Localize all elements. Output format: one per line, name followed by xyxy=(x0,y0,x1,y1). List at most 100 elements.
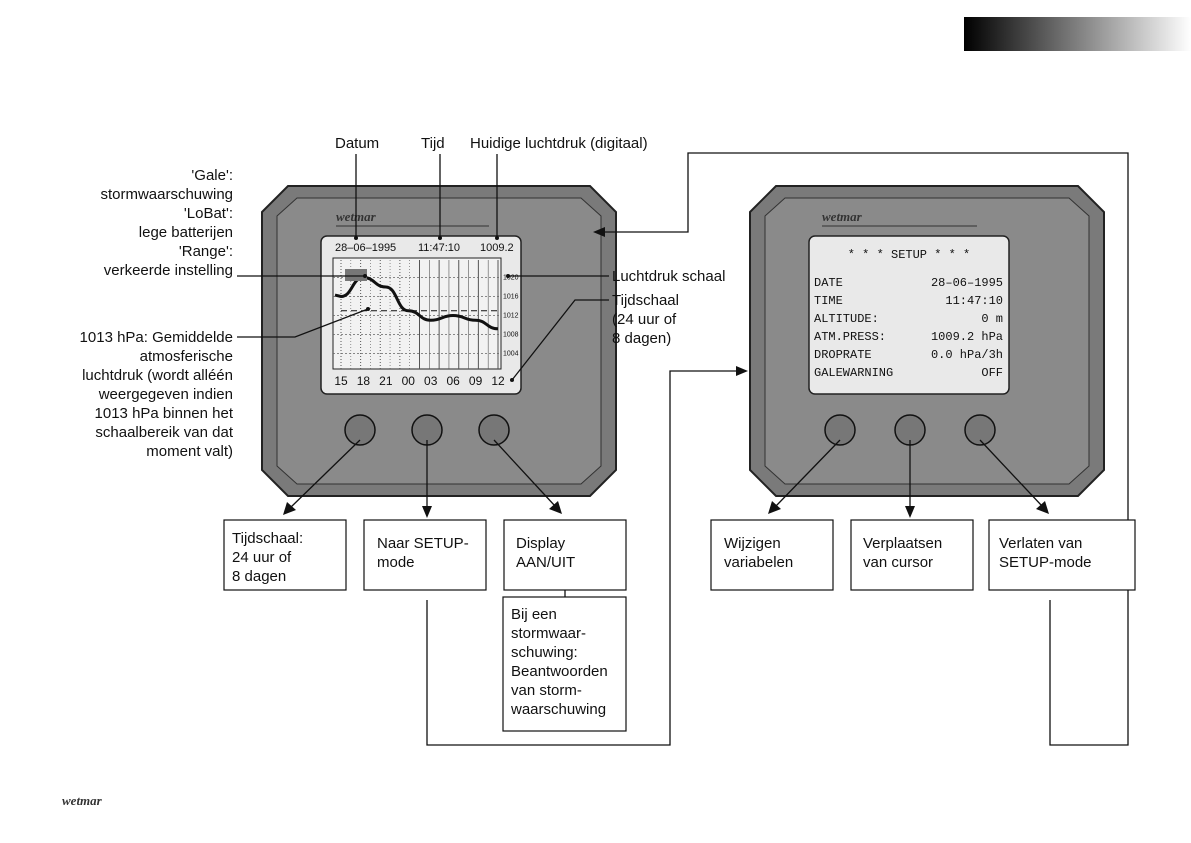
setup-title: * * * SETUP * * * xyxy=(848,248,970,262)
box-line: van cursor xyxy=(863,554,933,571)
box-display xyxy=(503,519,627,591)
box-line: stormwaar- xyxy=(511,625,586,642)
setup-row-value: 0.0 hPa/3h xyxy=(931,348,1003,362)
box-line: variabelen xyxy=(724,554,793,571)
tijdschaal-label-line: Tijdschaal xyxy=(612,292,679,309)
box-line: Beantwoorden xyxy=(511,663,608,680)
lcd-date: 28–06–1995 xyxy=(335,242,396,254)
box-line: Wijzigen xyxy=(724,535,781,552)
x-tick-label: 12 xyxy=(491,374,505,388)
mean-label-line: 1013 hPa binnen het xyxy=(95,405,234,422)
box-tijdschaal xyxy=(223,519,347,591)
gale-label-line: 'Range': xyxy=(179,243,233,260)
setup-row-value: 0 m xyxy=(981,312,1003,326)
footer-logo: wetmar xyxy=(62,793,103,808)
setup-row-value: 11:47:10 xyxy=(945,294,1003,308)
box-line: SETUP-mode xyxy=(999,554,1092,571)
box-storm xyxy=(502,596,627,732)
plot-x-ticks: 15 18 21 00 03 06 09 12 xyxy=(334,374,505,388)
mean-labels: 1013 hPa: Gemiddelde atmosferische luchtdr… xyxy=(80,329,234,460)
box-wijzigen xyxy=(710,519,834,591)
lcd-time: 11:47:10 xyxy=(418,242,460,254)
lcd-right xyxy=(808,235,1010,395)
y-tick-label: 1012 xyxy=(503,313,519,320)
lcd-pressure: 1009.2 xyxy=(480,242,514,254)
mean-label-line: moment valt) xyxy=(146,443,233,460)
box-tijdschaal-text: Tijdschaal: 24 uur of 8 dagen xyxy=(232,530,303,585)
setup-row-label: DROPRATE xyxy=(814,348,872,362)
device-left: wetmar 28–06–1995 11:47:10 1009.2 102010… xyxy=(261,185,617,497)
box-verlaten xyxy=(988,519,1136,591)
mean-label-line: schaalbereik van dat xyxy=(95,424,233,441)
setup-row-value: 28–06–1995 xyxy=(931,276,1003,290)
setup-row-label: TIME xyxy=(814,294,843,308)
gale-label-line: verkeerde instelling xyxy=(104,262,233,279)
box-line: 8 dagen xyxy=(232,568,286,585)
box-line: van storm- xyxy=(511,682,582,699)
y-tick-label: 1020 xyxy=(503,275,519,282)
y-tick-label: 1004 xyxy=(503,351,519,358)
setup-row-label: GALEWARNING xyxy=(814,366,893,380)
box-line: Display xyxy=(516,535,566,552)
gale-label-line: stormwaarschuwing xyxy=(100,186,233,203)
label-tijd: Tijd xyxy=(421,135,445,152)
mean-label-line: luchtdruk (wordt alléén xyxy=(82,367,233,384)
box-line: mode xyxy=(377,554,415,571)
gale-indicator xyxy=(345,269,367,281)
box-line: Naar SETUP- xyxy=(377,535,469,552)
x-tick-label: 00 xyxy=(402,374,416,388)
gale-label-line: 'Gale': xyxy=(191,167,233,184)
gale-label-line: lege batterijen xyxy=(139,224,233,241)
box-verplaatsen-text: Verplaatsen van cursor xyxy=(863,535,942,571)
gale-label-line: 'LoBat': xyxy=(184,205,233,222)
box-line: 24 uur of xyxy=(232,549,292,566)
gale-labels: 'Gale': stormwaarschuwing 'LoBat': lege bat… xyxy=(100,167,233,279)
x-tick-label: 06 xyxy=(446,374,460,388)
box-line: Verlaten van xyxy=(999,535,1082,552)
mean-label-line: 1013 hPa: Gemiddelde xyxy=(80,329,233,346)
tijdschaal-labels: Tijdschaal (24 uur of 8 dagen) xyxy=(612,292,679,347)
button-right-3[interactable] xyxy=(964,414,996,446)
box-setup-mode xyxy=(363,519,487,591)
button-left-1[interactable] xyxy=(344,414,376,446)
box-line: Verplaatsen xyxy=(863,535,942,552)
box-line: Tijdschaal: xyxy=(232,530,303,547)
setup-row-label: ATM.PRESS: xyxy=(814,330,886,344)
header-tab xyxy=(964,17,1191,51)
tijdschaal-label-line: 8 dagen) xyxy=(612,330,671,347)
box-line: Bij een xyxy=(511,606,557,623)
label-luchtdruk-schaal: Luchtdruk schaal xyxy=(612,268,725,285)
device-logo-right: wetmar xyxy=(822,209,863,224)
x-tick-label: 21 xyxy=(379,374,393,388)
x-tick-label: 03 xyxy=(424,374,438,388)
mean-label-line: weergegeven indien xyxy=(98,386,233,403)
box-line: AAN/UIT xyxy=(516,554,575,571)
setup-row-label: ALTITUDE: xyxy=(814,312,879,326)
y-tick-label: 1008 xyxy=(503,332,519,339)
x-tick-label: 15 xyxy=(334,374,348,388)
button-right-1[interactable] xyxy=(824,414,856,446)
mean-label-line: atmosferische xyxy=(140,348,233,365)
tijdschaal-label-line: (24 uur of xyxy=(612,311,677,328)
setup-row-value: 1009.2 hPa xyxy=(931,330,1003,344)
box-verplaatsen xyxy=(850,519,974,591)
setup-row-label: DATE xyxy=(814,276,843,290)
box-setup-mode-text: Naar SETUP-mode xyxy=(377,535,469,571)
x-tick-label: 09 xyxy=(469,374,483,388)
label-huidige: Huidige luchtdruk (digitaal) xyxy=(470,135,648,152)
box-wijzigen-text: Wijzigen variabelen xyxy=(724,535,793,571)
device-right: wetmar * * * SETUP * * * DATE 28–06–1995T… xyxy=(749,185,1105,497)
box-storm-text: Bij een stormwaar-schuwing: Beantwoorden va… xyxy=(510,606,608,718)
label-datum: Datum xyxy=(335,135,379,152)
box-line: waarschuwing xyxy=(510,701,606,718)
button-left-3[interactable] xyxy=(478,414,510,446)
setup-row-value: OFF xyxy=(981,366,1003,380)
x-tick-label: 18 xyxy=(357,374,371,388)
box-line: schuwing: xyxy=(511,644,578,661)
